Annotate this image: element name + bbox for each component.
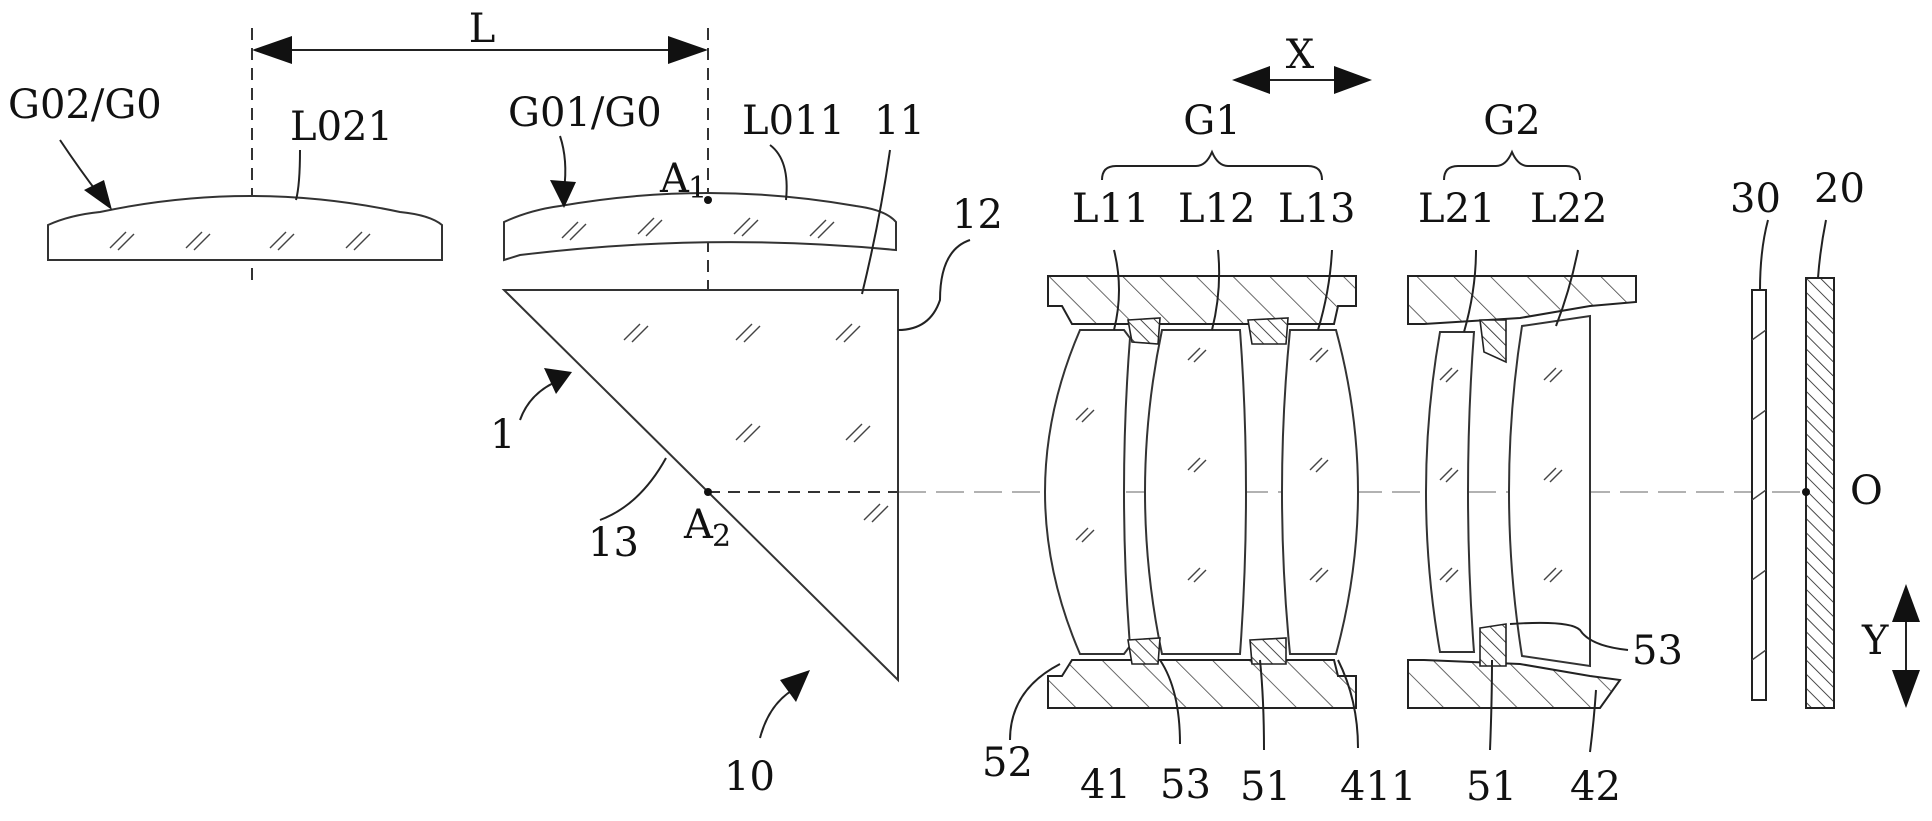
lens-l021 (47, 195, 443, 261)
curved-arrow-icon (550, 180, 576, 208)
curved-arrow-icon (780, 670, 810, 702)
leader-l11 (1113, 249, 1120, 331)
label-a2: A (683, 502, 714, 548)
horizontal-double-arrow-icon (1334, 66, 1372, 94)
leader-l12 (1211, 249, 1221, 331)
leaders-right (1009, 219, 1827, 753)
point-a2-marker (704, 488, 712, 496)
vertical-double-arrow-icon (1892, 584, 1920, 622)
lens-l011 (503, 192, 897, 262)
motion-y-indicator (1892, 584, 1920, 708)
label-l22: L22 (1530, 186, 1607, 232)
label-a2-subscript: 2 (712, 519, 731, 554)
brace-g1 (1101, 149, 1323, 181)
label-l11: L11 (1072, 186, 1149, 232)
label-g1: G1 (1183, 98, 1240, 144)
spacer-bottom-53 (1127, 637, 1161, 665)
spacer-g2-top (1479, 319, 1507, 364)
barrel-41-bottom (1047, 659, 1357, 709)
label-41: 41 (1080, 762, 1131, 808)
lens-l13 (1281, 329, 1359, 655)
leader-l21 (1463, 249, 1477, 333)
label-l13: L13 (1278, 186, 1355, 232)
label-module: 10 (724, 754, 775, 800)
motion-x-indicator: X (1232, 32, 1372, 94)
double-headed-arrow-icon (668, 36, 708, 64)
label-12: 12 (952, 192, 1003, 238)
vertical-double-arrow-icon (1892, 670, 1920, 708)
spacer-g2-bottom (1479, 623, 1507, 667)
barrel-41-top (1047, 275, 1357, 325)
label-a1-subscript: 1 (688, 171, 707, 206)
spacer-bottom-51 (1249, 637, 1287, 665)
spacer-top-2 (1247, 317, 1289, 345)
leader-30 (1759, 219, 1769, 291)
label-g02: G02/G0 (8, 82, 162, 128)
label-42: 42 (1570, 764, 1621, 810)
leader-411 (1337, 659, 1359, 749)
label-a1: A (659, 156, 690, 202)
point-o-marker (1802, 488, 1810, 496)
label-13: 13 (588, 520, 639, 566)
label-g01: G01/G0 (508, 90, 662, 136)
label-l021: L021 (290, 104, 393, 150)
label-o: O (1850, 468, 1883, 514)
leaders-left (59, 135, 971, 739)
lens-l12 (1144, 329, 1247, 655)
leader-11 (861, 149, 891, 295)
leader-12 (897, 239, 971, 331)
spacer-top-1 (1127, 317, 1161, 345)
label-prism: 1 (490, 412, 515, 458)
curved-arrow-icon (544, 368, 572, 394)
leader-53 (1159, 659, 1181, 745)
label-411: 411 (1340, 764, 1416, 810)
label-53-g2: 53 (1632, 628, 1683, 674)
leader-l22 (1555, 249, 1579, 327)
leader-l021 (295, 149, 301, 201)
lens-l22 (1508, 314, 1591, 668)
point-a1-marker (704, 196, 712, 204)
leader-51-g1 (1259, 659, 1265, 751)
barrel-42-top (1407, 275, 1637, 325)
leader-13 (599, 457, 667, 521)
leader-53-g2 (1509, 621, 1629, 651)
prism (501, 289, 899, 683)
dimension-label: L (469, 6, 496, 52)
leader-l011 (769, 144, 788, 201)
label-filter: 30 (1730, 176, 1781, 222)
label-l21: L21 (1418, 186, 1495, 232)
motion-x-label: X (1286, 32, 1315, 78)
lens-group-g1 (1044, 149, 1359, 709)
lens-l21 (1425, 331, 1476, 653)
leader-52 (1009, 663, 1061, 741)
label-52: 52 (982, 740, 1033, 786)
leader-42 (1589, 689, 1597, 753)
horizontal-double-arrow-icon (1232, 66, 1270, 94)
label-53-bottom: 53 (1160, 762, 1211, 808)
double-headed-arrow-icon (252, 36, 292, 64)
curved-arrow-icon (84, 180, 112, 210)
label-51-g2: 51 (1466, 764, 1517, 810)
sensor-20 (1805, 277, 1835, 709)
label-51-g1: 51 (1240, 764, 1291, 810)
lens-l11 (1044, 329, 1132, 655)
barrel-42-bottom (1407, 659, 1622, 709)
label-11: 11 (874, 98, 925, 144)
leader-20 (1817, 219, 1827, 279)
brace-g2 (1443, 149, 1581, 181)
leader-l13 (1317, 249, 1333, 331)
label-y: Y (1861, 618, 1889, 664)
dimension-l: L (251, 6, 709, 285)
label-g2: G2 (1483, 98, 1540, 144)
labels: G02/G0 L021 G01/G0 L011 11 12 1 13 A 1 A… (8, 82, 1889, 810)
lens-group-g2 (1407, 149, 1637, 709)
label-sensor: 20 (1814, 166, 1865, 212)
label-l12: L12 (1178, 186, 1255, 232)
label-l011: L011 (742, 98, 845, 144)
leader-51-g2 (1489, 659, 1493, 751)
